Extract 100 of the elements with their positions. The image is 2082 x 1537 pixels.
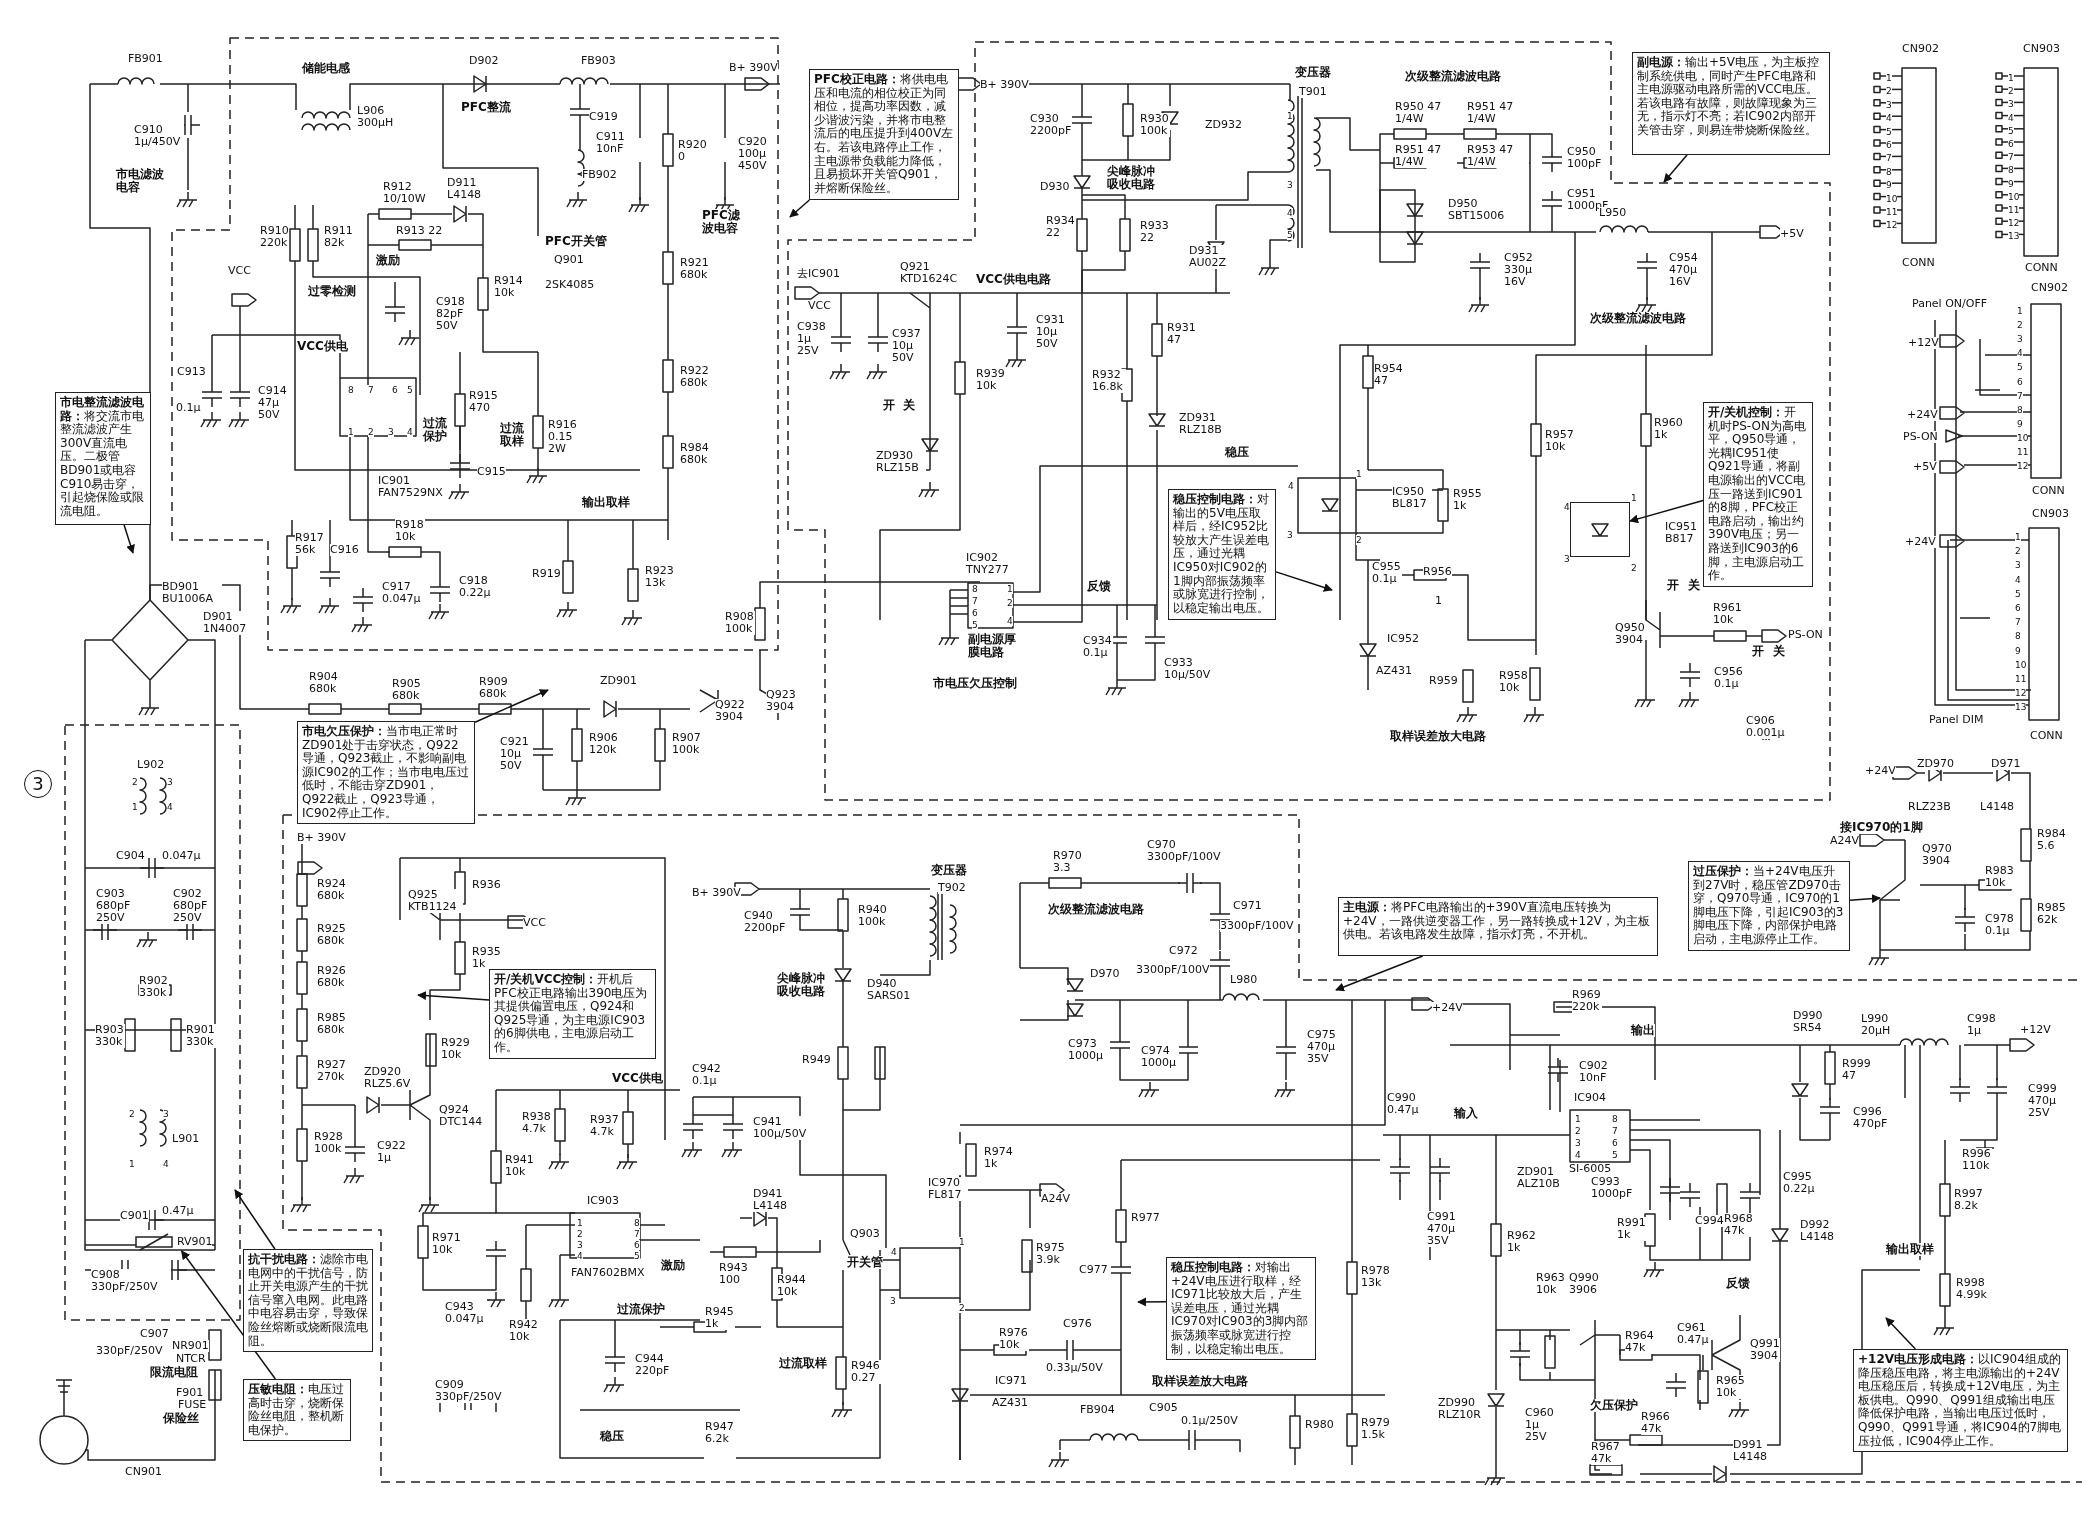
- pin-number: 8: [1886, 167, 1892, 177]
- pin-number: 12: [1886, 220, 1898, 230]
- circuit-label: 保险丝: [163, 1412, 199, 1425]
- component-label: IC903: [587, 1195, 619, 1207]
- pin-number: 11: [2008, 205, 2020, 215]
- pin-number: 3: [167, 777, 173, 787]
- pin-number: 8: [634, 1218, 640, 1228]
- circuit-label: 输出取样: [582, 496, 630, 509]
- port-label: VCC: [808, 300, 831, 312]
- port-label: +12V: [1908, 337, 1939, 349]
- component-label: R906 120k: [589, 732, 619, 756]
- component-label: R979 1.5k: [1361, 1417, 1391, 1441]
- component-label: L901: [172, 1133, 200, 1145]
- component-label: AZ431: [992, 1397, 1029, 1409]
- component-label: C938 1μ 25V: [797, 321, 825, 357]
- component-label: R980: [1305, 1419, 1334, 1431]
- component-label: R903 330k: [95, 1024, 125, 1048]
- pin-number: 1: [1631, 493, 1637, 503]
- circuit-label: 开关管: [847, 1256, 883, 1269]
- circuit-label: 过零检测: [308, 285, 356, 298]
- component-label: R925 680k: [317, 923, 347, 947]
- component-label: Q922 3904: [715, 699, 745, 723]
- circuit-label: 激励: [376, 254, 400, 267]
- pin-number: 2: [1631, 563, 1637, 573]
- leader-arrow: [234, 1189, 276, 1250]
- note-box: 开/关机控制：开机时PS-ON为高电平，Q950导通，光耦IC951使Q921导通，将副电源输出的VCC电压一路送到IC901的8脚，PFC校正电路启动，输出约390V电压；另一路送到IC903的6脚，主电源启动工作。: [1703, 402, 1813, 587]
- port-label: B+ 390V: [297, 832, 346, 844]
- circuit-label: 关: [903, 399, 915, 412]
- pin-number: 4: [407, 427, 413, 437]
- component-label: R937 4.7k: [590, 1114, 620, 1138]
- circuit-label: 过流保护: [617, 1303, 665, 1316]
- circuit-label: 欠压保护: [1590, 1399, 1638, 1412]
- leader-arrow: [474, 689, 549, 723]
- pin-number: 4: [167, 802, 173, 812]
- component-label: R940 100k: [858, 904, 888, 928]
- pin-number: 3: [2015, 560, 2021, 570]
- component-label: R931 47: [1167, 322, 1197, 346]
- pin-number: 4: [2015, 575, 2021, 585]
- component-label: C906 0.001μ: [1746, 715, 1786, 739]
- component-label: R977: [1131, 1212, 1160, 1224]
- component-label: C916: [330, 544, 359, 556]
- pin-number: 3: [1287, 180, 1293, 190]
- component-label: R957 10k: [1545, 429, 1575, 453]
- pin-number: 10: [2015, 660, 2027, 670]
- component-label: CN902: [2031, 282, 2068, 294]
- leader-arrow: [1849, 894, 1881, 904]
- component-label: C931 10μ 50V: [1036, 314, 1066, 350]
- component-label: R961 10k: [1713, 602, 1743, 626]
- component-label: R918 10k: [395, 519, 425, 543]
- circuit-label: 取样误差放大电路: [1152, 1375, 1248, 1388]
- pin-number: 3: [163, 1109, 169, 1119]
- pin-number: 3: [2008, 99, 2014, 109]
- pin-number: 9: [2017, 419, 2023, 429]
- component-label: L902: [137, 759, 165, 771]
- pin-number: 6: [1612, 1138, 1618, 1148]
- port-label: +5V: [1780, 228, 1804, 240]
- circuit-label: 取样误差放大电路: [1390, 730, 1486, 743]
- pin-number: 1: [1007, 584, 1013, 594]
- pin-number: 10: [2008, 192, 2020, 202]
- circuit-label: 次级整流滤波电路: [1590, 312, 1686, 325]
- circuit-label: PFC整流: [461, 101, 511, 114]
- pin-number: 4: [1287, 208, 1293, 218]
- note-box: 抗干扰电路：滤除市电电网中的干扰信号，防止开关电源产生的干扰信号窜入电网。此电路中电容易击穿，导致保险丝熔断或烧断限流电阻。: [243, 1249, 373, 1353]
- component-label: C908 330pF/250V: [91, 1269, 171, 1293]
- pin-number: 7: [2008, 152, 2014, 162]
- circuit-label: PFC开关管: [545, 235, 607, 248]
- port-label: +24V: [1432, 1002, 1463, 1014]
- component-label: R907 100k: [672, 732, 702, 756]
- circuit-label: 关: [1688, 579, 1700, 592]
- component-label: R971 10k: [432, 1232, 462, 1256]
- pin-number: 12: [2015, 688, 2027, 698]
- component-label: T901: [1299, 86, 1327, 98]
- component-label: 3300pF/100V: [1220, 920, 1294, 932]
- component-label: Panel ON/OFF: [1912, 298, 1988, 310]
- component-label: D990 SR54: [1793, 1010, 1823, 1034]
- component-label: SI-6005: [1569, 1163, 1612, 1175]
- component-label: R966 47k: [1641, 1411, 1671, 1435]
- component-label: T902: [938, 882, 966, 894]
- port-label: 去IC901: [797, 268, 840, 280]
- component-label: C993 1000pF: [1591, 1176, 1631, 1200]
- component-label: R960 1k: [1654, 417, 1682, 441]
- circuit-label: 输出取样: [1886, 1243, 1934, 1256]
- component-label: R951 47 1/4W: [1395, 144, 1457, 168]
- leader-arrow: [1137, 1297, 1167, 1307]
- component-label: R916 0.15 2W: [548, 419, 578, 455]
- pin-number: 10: [1886, 194, 1898, 204]
- circuit-label: 激励: [661, 1259, 685, 1272]
- component-label: R976 10k: [999, 1327, 1029, 1351]
- component-label: 3300pF/100V: [1136, 964, 1210, 976]
- component-label: FAN7602BMX: [571, 1267, 645, 1279]
- component-label: C971: [1233, 900, 1262, 912]
- circuit-label: 变压器: [1295, 66, 1331, 79]
- component-label: C954 470μ 16V: [1669, 252, 1701, 288]
- pin-number: 3: [1564, 554, 1570, 564]
- component-label: C998 1μ: [1967, 1013, 1997, 1037]
- leader-arrow: [1663, 154, 1688, 183]
- component-label: R983 10k: [1985, 865, 2015, 889]
- component-label: R923 13k: [645, 565, 675, 589]
- pin-number: 11: [1886, 207, 1898, 217]
- component-label: C960 1μ 25V: [1525, 1407, 1555, 1443]
